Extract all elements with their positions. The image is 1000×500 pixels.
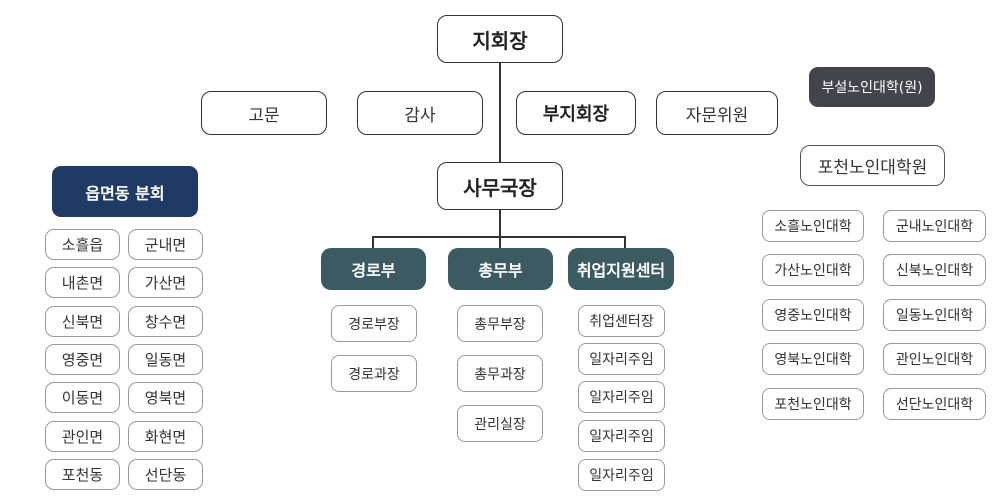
dept-gyeongro-label: 경로부 [351, 261, 396, 280]
college-item: 선단노인대학 [883, 388, 986, 420]
branch-label: 가산면 [144, 274, 187, 292]
staff-label: 경로과장 [348, 366, 400, 383]
branch-item: 영북면 [128, 382, 203, 413]
branch-item: 신북면 [45, 306, 120, 337]
dept-employment-label: 취업지원센터 [576, 261, 666, 280]
chair-label: 지회장 [472, 28, 528, 53]
advisor-jamun-box: 자문위원 [656, 91, 778, 135]
advisor-gamsa-label: 감사 [404, 105, 436, 126]
college-item: 관인노인대학 [883, 343, 986, 375]
college-item: 신북노인대학 [883, 254, 986, 286]
branch-label: 영중면 [61, 351, 104, 369]
advisor-jamun-label: 자문위원 [685, 105, 749, 126]
branch-label: 관인면 [61, 428, 104, 446]
staff-label: 일자리주임 [589, 390, 654, 406]
staff-item: 취업센터장 [578, 305, 665, 337]
connector-trunk [499, 62, 501, 162]
chair-box: 지회장 [437, 15, 563, 63]
vice-chair-label: 부지회장 [542, 104, 610, 125]
branch-item: 화현면 [128, 421, 203, 452]
staff-item: 일자리주임 [578, 381, 665, 413]
branch-label: 영북면 [144, 389, 187, 407]
college-label: 소흘노인대학 [774, 219, 852, 235]
college-label: 포천노인대학 [774, 397, 852, 413]
college-label: 일동노인대학 [895, 308, 974, 324]
advisor-gomun-label: 고문 [248, 105, 280, 126]
branch-item: 일동면 [128, 344, 203, 375]
staff-label: 총무부장 [474, 316, 526, 333]
college-title-box: 포천노인대학원 [800, 145, 945, 186]
vice-chair-box: 부지회장 [516, 91, 636, 135]
branch-item: 창수면 [128, 306, 203, 337]
branch-item: 내촌면 [45, 267, 120, 298]
dept-chongmu-label: 총무부 [478, 261, 523, 280]
college-label: 관인노인대학 [895, 352, 974, 368]
staff-item: 일자리주임 [578, 343, 665, 375]
staff-label: 일자리주임 [589, 352, 654, 368]
college-label: 영중노인대학 [774, 308, 852, 324]
dept-employment-box: 취업지원센터 [568, 248, 674, 290]
staff-item: 일자리주임 [578, 459, 665, 491]
branch-item: 영중면 [45, 344, 120, 375]
branch-label: 포천동 [61, 466, 104, 484]
branch-item: 포천동 [45, 459, 120, 490]
annex-box: 부설노인대학(원) [809, 67, 935, 107]
branch-item: 소흘읍 [45, 229, 120, 260]
connector-dept-2 [499, 236, 501, 249]
advisor-gomun-box: 고문 [201, 91, 327, 135]
connector-dept-1 [372, 236, 374, 249]
dept-chongmu-box: 총무부 [448, 248, 553, 290]
branch-item: 이동면 [45, 382, 120, 413]
staff-item: 경로과장 [331, 355, 417, 392]
staff-item: 일자리주임 [578, 420, 665, 452]
staff-label: 총무과장 [474, 366, 526, 383]
college-item: 군내노인대학 [883, 210, 986, 242]
connector-dept-bar [372, 236, 625, 238]
branch-label: 일동면 [144, 351, 187, 369]
college-label: 군내노인대학 [895, 219, 974, 235]
connector-trunk-lower [499, 210, 501, 236]
branch-label: 이동면 [61, 389, 104, 407]
annex-label: 부설노인대학(원) [821, 80, 923, 96]
college-label: 신북노인대학 [895, 263, 974, 279]
branch-label: 선단동 [144, 466, 187, 484]
staff-label: 일자리주임 [589, 468, 654, 484]
college-label: 가산노인대학 [774, 263, 852, 279]
college-item: 포천노인대학 [762, 388, 864, 420]
branch-label: 소흘읍 [61, 236, 104, 254]
staff-item: 총무부장 [457, 305, 543, 342]
dept-gyeongro-box: 경로부 [321, 248, 426, 290]
branch-item: 선단동 [128, 459, 203, 490]
branch-item: 관인면 [45, 421, 120, 452]
staff-item: 총무과장 [457, 355, 543, 392]
college-label: 선단노인대학 [895, 397, 974, 413]
branches-title: 읍면동 분회 [85, 183, 165, 203]
branch-label: 내촌면 [61, 274, 104, 292]
branches-title-box: 읍면동 분회 [52, 166, 198, 217]
college-item: 영중노인대학 [762, 299, 864, 331]
college-item: 일동노인대학 [883, 299, 986, 331]
college-item: 가산노인대학 [762, 254, 864, 286]
college-item: 영북노인대학 [762, 343, 864, 375]
college-label: 영북노인대학 [774, 352, 852, 368]
secretary-box: 사무국장 [437, 162, 563, 210]
secretary-label: 사무국장 [463, 175, 537, 200]
branch-label: 화현면 [144, 428, 187, 446]
staff-item: 경로부장 [331, 305, 417, 342]
college-title: 포천노인대학원 [817, 158, 928, 178]
connector-dept-3 [624, 236, 626, 249]
college-item: 소흘노인대학 [762, 210, 864, 242]
staff-item: 관리실장 [457, 405, 543, 442]
staff-label: 관리실장 [474, 416, 526, 433]
branch-label: 군내면 [144, 236, 187, 254]
branch-item: 가산면 [128, 267, 203, 298]
branch-label: 창수면 [144, 313, 187, 331]
staff-label: 취업센터장 [589, 314, 654, 330]
branch-item: 군내면 [128, 229, 203, 260]
branch-label: 신북면 [61, 313, 104, 331]
advisor-gamsa-box: 감사 [357, 91, 483, 135]
staff-label: 일자리주임 [589, 429, 654, 445]
staff-label: 경로부장 [348, 316, 400, 333]
